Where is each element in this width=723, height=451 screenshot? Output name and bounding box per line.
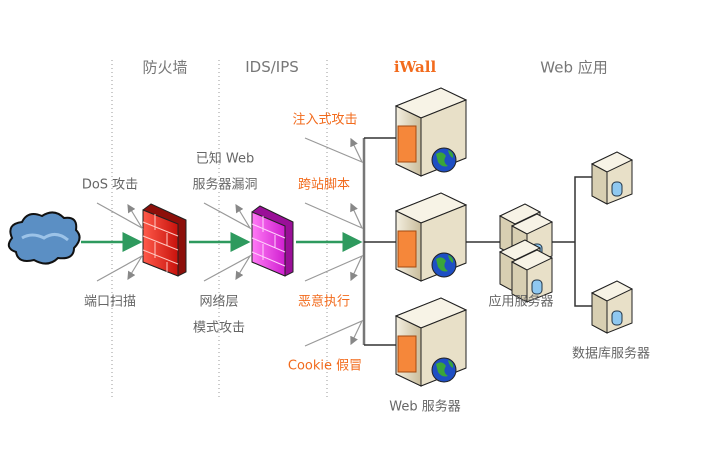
database-server-icon bbox=[591, 280, 633, 334]
attack-pattern: 模式攻击 bbox=[192, 320, 246, 336]
header-web-app: Web 应用 bbox=[540, 58, 608, 77]
app-server-cluster-icon bbox=[499, 203, 553, 303]
attack-xss: 跨站脚本 bbox=[297, 177, 351, 193]
header-firewall: 防火墙 bbox=[142, 58, 188, 77]
iwall-server-icon bbox=[395, 87, 467, 177]
attack-lines bbox=[96, 137, 364, 347]
header-ids-ips: IDS/IPS bbox=[245, 58, 299, 76]
attack-dos: DoS 攻击 bbox=[81, 177, 139, 193]
iwall-server-icon bbox=[395, 297, 467, 387]
label-db-servers: 数据库服务器 bbox=[571, 346, 651, 362]
label-web-servers: Web 服务器 bbox=[389, 399, 461, 415]
firewall-icon bbox=[142, 203, 187, 277]
iwall-server-icon bbox=[395, 192, 467, 282]
attack-known-web: 已知 Web bbox=[195, 151, 255, 167]
attack-network-layer: 网络层 bbox=[199, 294, 239, 310]
label-app-servers: 应用服务器 bbox=[488, 294, 554, 310]
header-iwall: iWall bbox=[393, 58, 437, 76]
ids-ips-icon bbox=[251, 205, 294, 277]
attack-cookie-spoof: Cookie 假冒 bbox=[287, 358, 363, 374]
attack-server-vuln: 服务器漏洞 bbox=[192, 177, 258, 193]
zone-dividers bbox=[111, 60, 328, 398]
attack-injection: 注入式攻击 bbox=[292, 112, 358, 128]
database-server-icon bbox=[591, 151, 633, 205]
attack-malicious-exec: 恶意执行 bbox=[297, 294, 351, 310]
attack-port-scan: 端口扫描 bbox=[83, 294, 137, 310]
cloud-icon bbox=[7, 211, 81, 265]
